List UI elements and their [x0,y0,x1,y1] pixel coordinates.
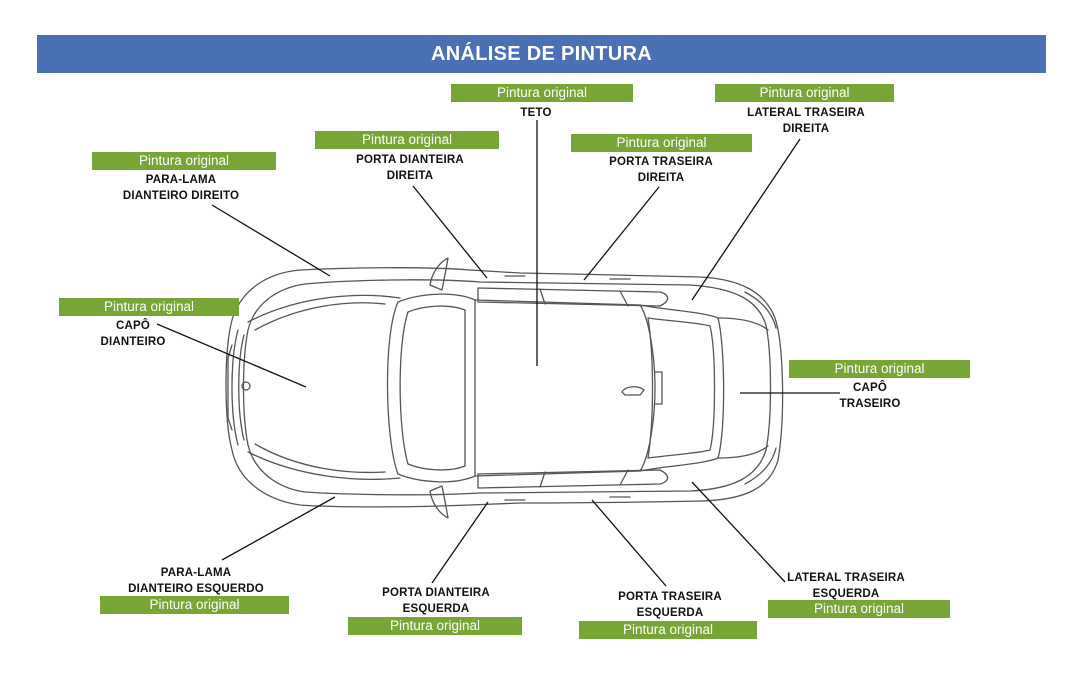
leader-porta-traseira-esquerda [591,499,667,587]
leader-capo-dianteiro [156,323,307,388]
status-badge: Pintura original [92,152,276,170]
status-badge: Pintura original [348,617,522,635]
status-badge: Pintura original [715,84,894,102]
status-badge: Pintura original [451,84,633,102]
page-title: ANÁLISE DE PINTURA [37,35,1046,73]
leader-porta-dianteira-esquerda [431,501,489,584]
leader-porta-dianteira-direita [412,185,488,279]
leader-lateral-traseira-direita [691,138,801,301]
leader-para-lama-dianteiro-esquerdo [221,496,336,561]
status-badge: Pintura original [571,134,752,152]
part-label: TETO [520,107,552,119]
status-badge: Pintura original [100,596,289,614]
status-badge: Pintura original [768,600,950,618]
status-badge: Pintura original [315,131,499,149]
leader-porta-traseira-direita [583,186,660,281]
leader-para-lama-dianteiro-direito [211,204,331,277]
status-badge: Pintura original [579,621,757,639]
status-badge: Pintura original [789,360,970,378]
status-badge: Pintura original [59,298,239,316]
leader-lateral-traseira-esquerda [691,481,786,583]
